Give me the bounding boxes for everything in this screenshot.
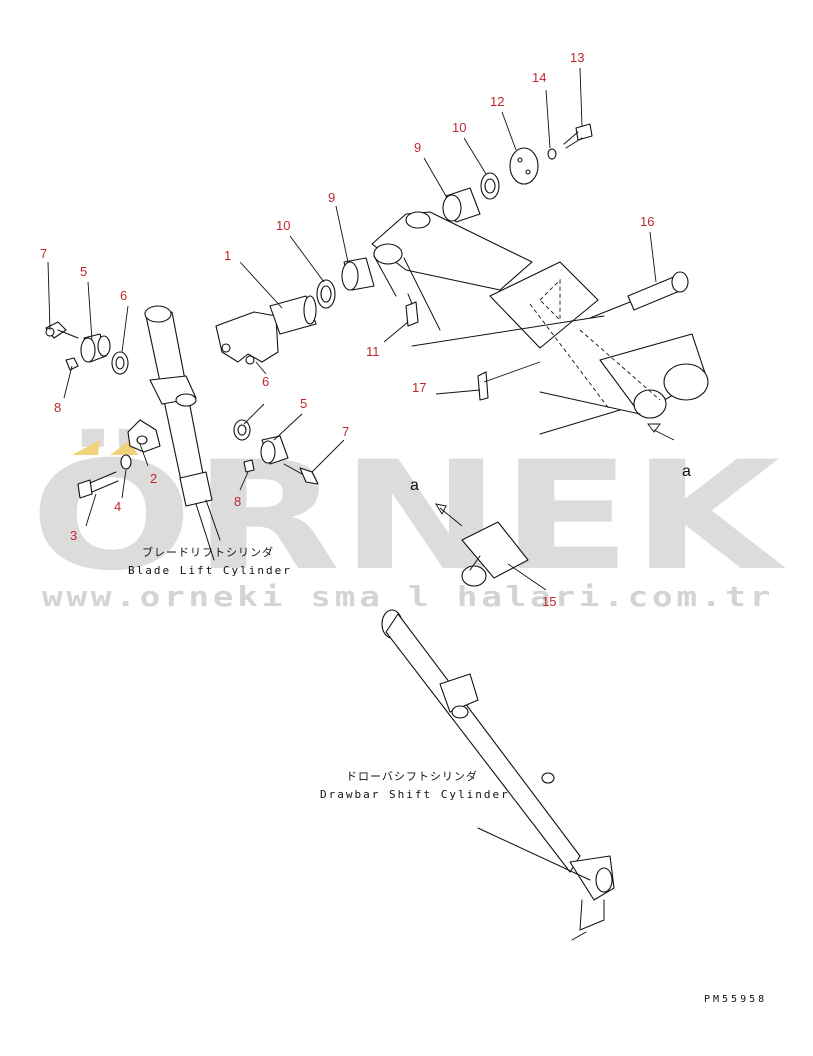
circle-frame bbox=[539, 329, 709, 435]
callout-1: 1 bbox=[224, 248, 231, 263]
callouts: 7 5 6 8 1 10 9 6 2 3 4 5 7 8 9 10 12 14 … bbox=[40, 50, 654, 609]
callout-17: 17 bbox=[412, 380, 426, 395]
callout-14: 14 bbox=[532, 70, 546, 85]
part-12-plate bbox=[509, 147, 539, 185]
blade-lift-cylinder bbox=[144, 305, 221, 561]
callout-3: 3 bbox=[70, 528, 77, 543]
callout-9-a: 9 bbox=[328, 190, 335, 205]
watermark-brand: ÖRNEK bbox=[30, 428, 786, 604]
callout-7-b: 7 bbox=[342, 424, 349, 439]
part-9-bushing-right bbox=[442, 187, 481, 223]
part-9-bushing bbox=[341, 257, 375, 291]
part-5-bushing bbox=[80, 333, 111, 363]
callout-6-b: 6 bbox=[262, 374, 269, 389]
callout-8-b: 8 bbox=[234, 494, 241, 509]
callout-16: 16 bbox=[640, 214, 654, 229]
callout-4: 4 bbox=[114, 499, 121, 514]
drawbar-shift-cylinder-label: Drawbar Shift Cylinder bbox=[320, 788, 510, 801]
callout-13: 13 bbox=[570, 50, 584, 65]
drawbar-shift-cylinder-label-jp: ドローバシフトシリンダ bbox=[346, 769, 478, 783]
drawing-code: PM55958 bbox=[704, 994, 767, 1005]
part-16-pin bbox=[589, 271, 689, 319]
blade-lift-cylinder-label-jp: ブレードリフトシリンダ bbox=[142, 545, 274, 559]
part-14-washer bbox=[547, 148, 557, 160]
part-8-nut bbox=[65, 357, 79, 371]
blade-lift-cylinder-label: Blade Lift Cylinder bbox=[128, 564, 292, 577]
part-3-bolt bbox=[77, 471, 119, 499]
part-1-yoke-shaft bbox=[215, 295, 317, 365]
part-2-cap bbox=[127, 419, 161, 453]
callout-5-a: 5 bbox=[80, 264, 87, 279]
callout-10-a: 10 bbox=[276, 218, 290, 233]
part-6-seal-lower bbox=[233, 419, 251, 441]
part-4-washer bbox=[120, 454, 132, 470]
watermark-logo-mark bbox=[72, 440, 138, 455]
part-10-bearing-right bbox=[480, 172, 500, 200]
ref-a-right: a bbox=[682, 463, 691, 480]
callout-11: 11 bbox=[366, 344, 380, 359]
callout-2: 2 bbox=[150, 471, 157, 486]
watermark-url: www.orneki sma l halari.com.tr bbox=[42, 580, 774, 613]
part-7-grease-fitting bbox=[45, 321, 79, 339]
ref-a-top: a bbox=[410, 477, 419, 494]
part-7-grease-fitting-lower bbox=[283, 463, 319, 485]
part-11-grease-fitting bbox=[405, 293, 419, 327]
part-13-bolt bbox=[563, 123, 593, 149]
part-8-nut-lower bbox=[243, 459, 255, 473]
callout-6-a: 6 bbox=[120, 288, 127, 303]
part-15-cylinder-head bbox=[461, 521, 529, 587]
drawbar-bracket bbox=[371, 211, 611, 411]
callout-12: 12 bbox=[490, 94, 504, 109]
callout-5-b: 5 bbox=[300, 396, 307, 411]
part-6-seal bbox=[111, 351, 129, 375]
callout-8-a: 8 bbox=[54, 400, 61, 415]
part-17-pin bbox=[477, 371, 489, 401]
callout-10-b: 10 bbox=[452, 120, 466, 135]
part-10-bearing bbox=[316, 279, 336, 309]
leader-lines bbox=[47, 67, 675, 591]
watermark: ÖRNEK www.orneki sma l halari.com.tr bbox=[30, 428, 786, 613]
callout-15: 15 bbox=[542, 594, 556, 609]
part-5-bushing-lower bbox=[260, 435, 289, 465]
drawbar-shift-cylinder bbox=[381, 609, 615, 941]
callout-9-b: 9 bbox=[414, 140, 421, 155]
callout-7-a: 7 bbox=[40, 246, 47, 261]
